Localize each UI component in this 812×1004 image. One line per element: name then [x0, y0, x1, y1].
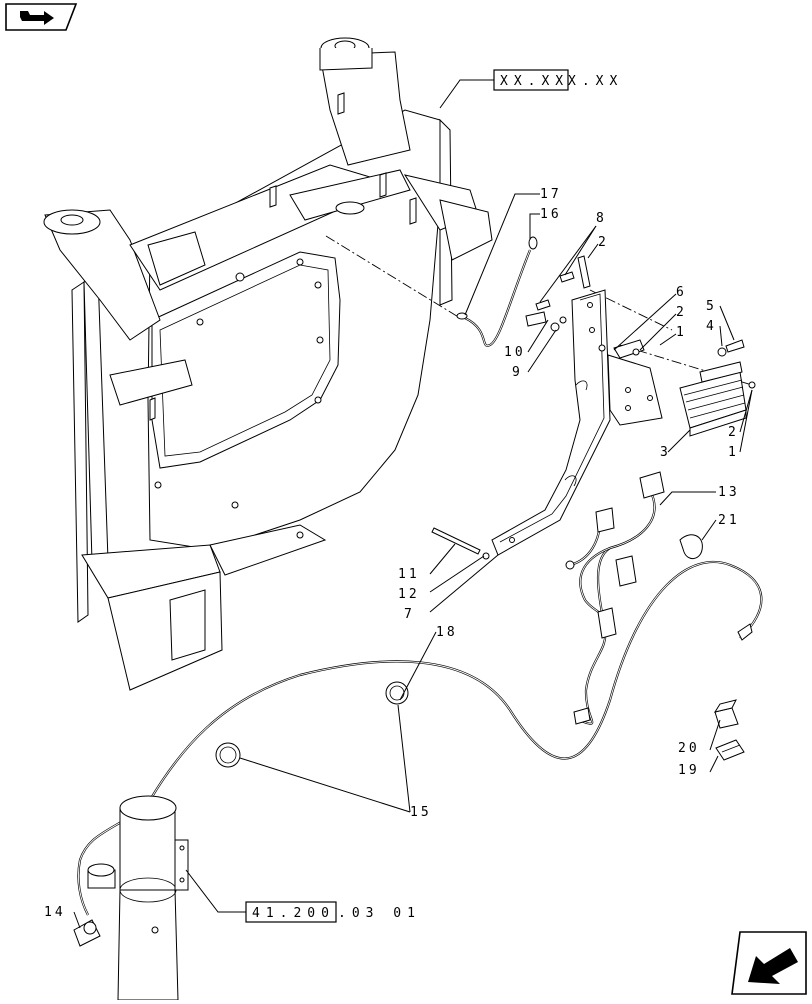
callout-3: 3 [660, 445, 671, 460]
mounting-centerline-a [325, 235, 461, 319]
cable-clip [679, 534, 703, 559]
beacon-post [87, 795, 189, 1001]
callout-17: 17 [540, 187, 562, 202]
ref-top-rest: X.XX [568, 74, 623, 89]
ref-bottom-boxed: 41.200 [252, 906, 335, 921]
callout-6: 6 [676, 285, 687, 300]
book-arrow-icon[interactable] [5, 3, 78, 31]
ref-bottom[interactable]: 41.200 .03 01 [245, 901, 421, 923]
callout-11: 11 [398, 567, 420, 582]
control-module [679, 361, 747, 437]
callout-15: 15 [410, 805, 432, 820]
callout-10: 10 [504, 345, 526, 360]
callout-9: 9 [512, 365, 523, 380]
callout-8: 8 [596, 211, 607, 226]
callout-16: 16 [540, 207, 562, 222]
relay [713, 699, 739, 729]
callout-21: 21 [718, 513, 740, 528]
frame-structure [43, 37, 493, 691]
callout-14: 14 [44, 905, 66, 920]
next-page-arrow-icon[interactable] [731, 931, 807, 995]
callout-18: 18 [436, 625, 458, 640]
callout-20: 20 [678, 741, 700, 756]
fasteners [431, 255, 756, 560]
wire-end-connector [73, 919, 101, 947]
callout-1a: 1 [676, 325, 687, 340]
callout-2a: 2 [598, 235, 609, 250]
ref-top-boxed: XX.XX [500, 74, 569, 89]
callout-5: 5 [706, 299, 717, 314]
callout-4: 4 [706, 319, 717, 334]
callout-1b: 1 [728, 445, 739, 460]
relay-plate [607, 339, 663, 426]
callout-2b: 2 [676, 305, 687, 320]
callout-2c: 2 [728, 425, 739, 440]
callout-19: 19 [678, 763, 700, 778]
wire-harness [565, 471, 665, 725]
callouts: 17 16 8 2 10 9 6 2 1 5 4 3 2 1 13 21 11 … [44, 187, 740, 920]
ref-bottom-rest: .03 01 [338, 906, 421, 921]
callout-13: 13 [718, 485, 740, 500]
callout-7: 7 [404, 607, 415, 622]
mounting-bracket [491, 289, 611, 556]
long-cable [77, 560, 763, 916]
ground-strap [456, 236, 538, 347]
leader-lines [73, 79, 753, 929]
callout-12: 12 [398, 587, 420, 602]
connector [715, 739, 745, 761]
mounting-centerline-b [589, 289, 673, 331]
ref-top[interactable]: XX.XX X.XX [493, 69, 623, 91]
hose-clamps [215, 681, 409, 768]
